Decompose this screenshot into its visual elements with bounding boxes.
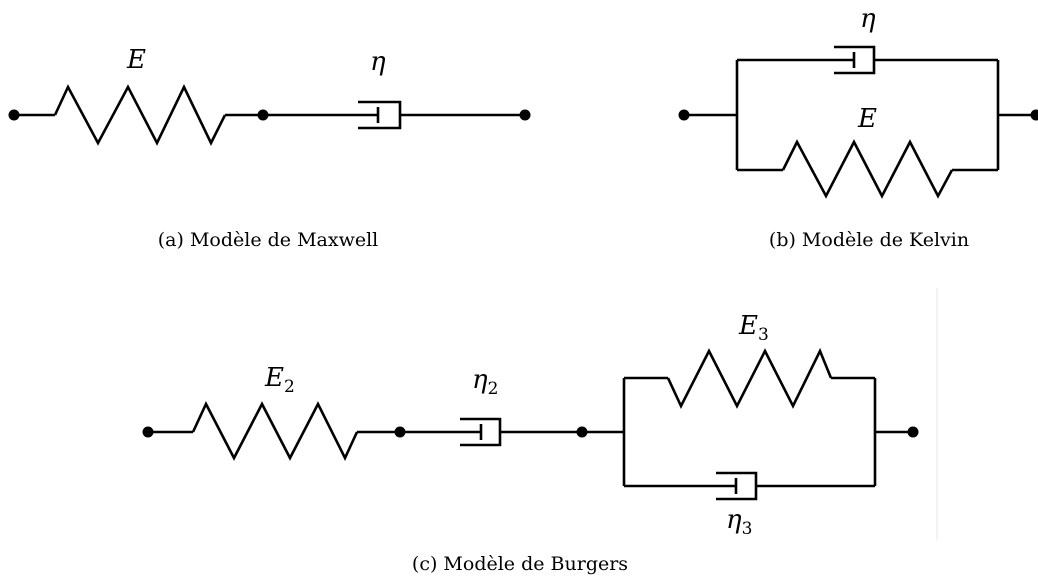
maxwell-model: E η (a) Modèle de Maxwell: [8, 45, 531, 251]
kelvin-spring-label: E: [857, 104, 877, 134]
kelvin-caption: (b) Modèle de Kelvin: [769, 229, 969, 251]
burgers-dashpot-3-label: η3: [726, 505, 752, 539]
kelvin-dashpot-label: η: [860, 4, 876, 34]
maxwell-spring: [53, 84, 227, 146]
burgers-junction-2: [576, 426, 588, 438]
burgers-dashpot-2-label: η2: [472, 365, 498, 399]
burgers-spring-2-label: E2: [264, 363, 295, 397]
maxwell-junction: [257, 109, 269, 121]
burgers-spring-3: [666, 347, 833, 409]
maxwell-caption: (a) Modèle de Maxwell: [158, 229, 378, 251]
burgers-junction-1: [394, 426, 406, 438]
burgers-spring-3-label: E3: [738, 311, 769, 345]
maxwell-terminal-right: [519, 109, 531, 121]
kelvin-terminal-right: [1030, 109, 1038, 121]
burgers-terminal-left: [142, 426, 154, 438]
kelvin-terminal-left: [678, 109, 690, 121]
maxwell-dashpot-label: η: [370, 47, 386, 77]
burgers-model: E2 η2 E3 η3 (c) Modèle de Burgers: [142, 288, 938, 575]
kelvin-model: η E (b) Modèle de Kelvin: [678, 4, 1038, 251]
maxwell-spring-label: E: [126, 45, 146, 75]
kelvin-spring: [781, 139, 954, 199]
burgers-terminal-right: [907, 426, 919, 438]
burgers-spring-2: [191, 401, 359, 462]
maxwell-terminal-left: [8, 109, 20, 121]
burgers-caption: (c) Modèle de Burgers: [412, 553, 628, 575]
